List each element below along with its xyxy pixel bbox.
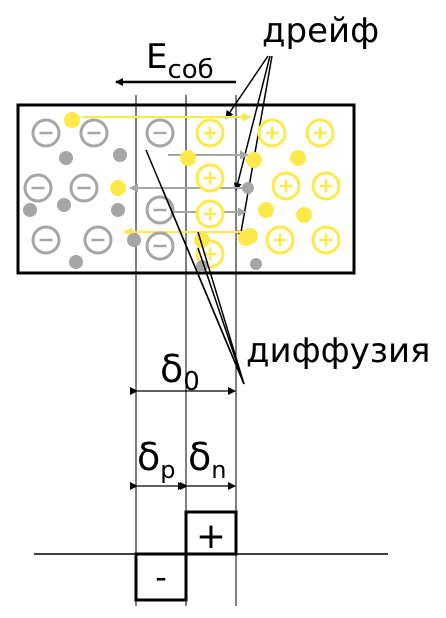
hole-dot-icon	[69, 255, 83, 269]
positive-ion-icon	[195, 118, 225, 148]
positive-ion-icon	[311, 171, 341, 201]
electron-dot-icon	[194, 232, 210, 248]
delta0-label: δ0	[160, 347, 200, 397]
electron-dot-icon	[110, 180, 126, 196]
positive-charge-sign: +	[196, 516, 226, 557]
hole-dot-icon	[127, 233, 141, 247]
deltap-label: δp	[137, 435, 175, 484]
deltap-sub: p	[160, 456, 175, 484]
electron-dot-icon	[180, 150, 196, 166]
positive-ion-icon	[271, 171, 301, 201]
hole-dot-icon	[242, 182, 254, 194]
electron-dot-icon	[296, 207, 312, 223]
field-label-sub: соб	[167, 55, 213, 85]
electron-dot-icon	[64, 112, 80, 128]
positive-ion-icon	[195, 163, 225, 193]
hole-dot-icon	[111, 203, 125, 217]
negative-charge-sign: -	[155, 558, 167, 596]
crystal-box	[16, 103, 356, 275]
deltap-main: δ	[137, 435, 160, 479]
negative-ion-icon	[83, 225, 113, 255]
positive-ion-icon	[195, 199, 225, 229]
hole-dot-icon	[57, 198, 71, 212]
field-label-main: E	[146, 37, 167, 77]
particles	[23, 112, 341, 272]
negative-ion-icon	[79, 118, 109, 148]
negative-ion-icon	[145, 118, 175, 148]
hole-dot-icon	[59, 151, 73, 165]
deltan-sub: n	[211, 456, 226, 484]
negative-ion-icon	[23, 173, 53, 203]
positive-charge-block	[184, 510, 238, 556]
negative-charge-block	[134, 552, 188, 602]
deltan-main: δ	[188, 435, 211, 479]
delta0-main: δ	[160, 347, 183, 391]
diffusion-pointers	[145, 149, 245, 385]
field-label: Eсоб	[146, 37, 214, 85]
hole-dot-icon	[250, 258, 262, 270]
electron-dot-icon	[246, 152, 262, 168]
positive-ion-icon	[257, 118, 287, 148]
hole-dot-icon	[113, 148, 127, 162]
positive-ion-icon	[305, 118, 335, 148]
negative-ion-icon	[31, 118, 61, 148]
negative-ion-icon	[69, 173, 99, 203]
negative-ion-icon	[31, 225, 61, 255]
positive-ion-icon	[311, 225, 341, 255]
drift-label: дрейф	[262, 11, 379, 51]
hole-dot-icon	[23, 203, 37, 217]
electron-dot-icon	[258, 202, 274, 218]
electron-dot-icon	[290, 150, 306, 166]
drift-arrows	[82, 112, 251, 237]
positive-ion-icon	[265, 225, 295, 255]
delta0-sub: 0	[183, 367, 200, 397]
negative-ion-icon	[145, 195, 175, 225]
diffusion-label: диффузия	[246, 331, 431, 371]
negative-ion-icon	[145, 231, 175, 261]
deltan-label: δn	[188, 435, 226, 484]
electron-dot-icon	[238, 230, 254, 246]
